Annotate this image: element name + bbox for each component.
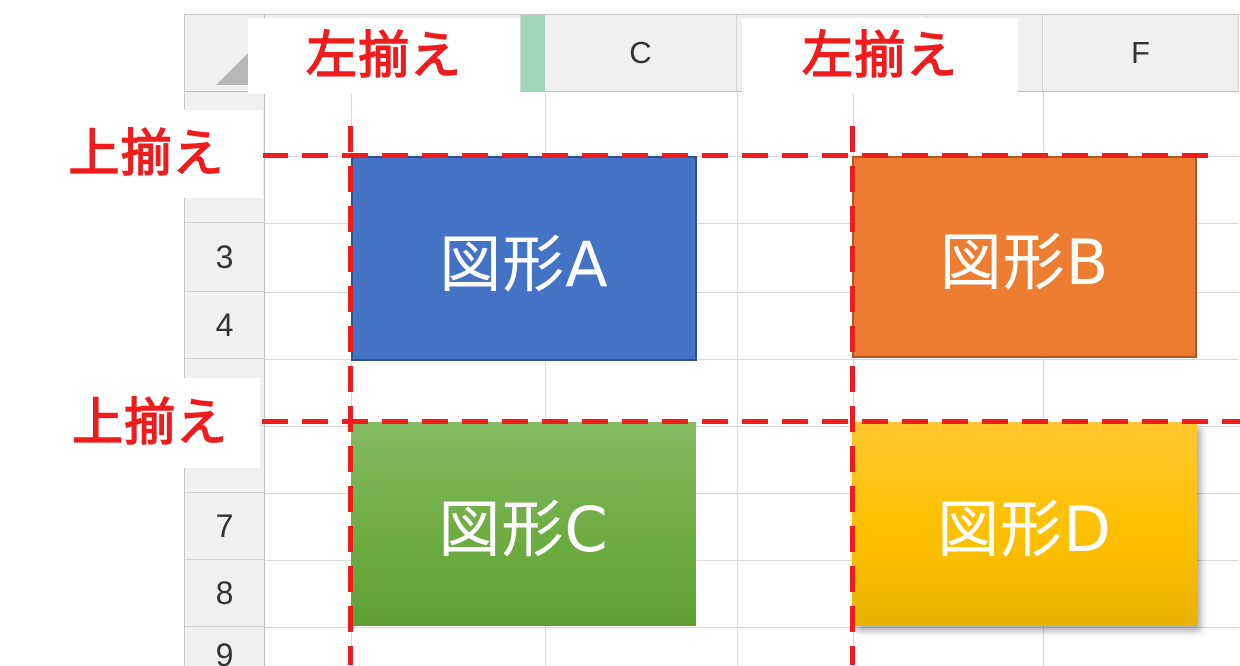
row-header-8-label: 8 xyxy=(215,574,234,611)
grid-hline xyxy=(265,426,1239,427)
grid-hline xyxy=(265,223,1239,224)
row-header-9[interactable]: 9 xyxy=(185,627,265,666)
left-align-label-1: 左揃え xyxy=(248,18,520,94)
row-header-4-label: 4 xyxy=(215,306,234,343)
top-align-guide-2 xyxy=(262,419,1240,424)
top-align-label-2: 上揃え xyxy=(40,378,260,468)
grid-vline xyxy=(737,92,738,666)
grid-hline xyxy=(265,560,1239,561)
shape-c[interactable]: 図形C xyxy=(351,422,696,626)
shape-c-label: 図形C xyxy=(438,493,609,566)
left-align-label-2: 左揃え xyxy=(742,18,1018,94)
row-header-3-label: 3 xyxy=(215,238,234,275)
row-header-3[interactable]: 3 xyxy=(185,223,265,292)
top-align-label-1: 上揃え xyxy=(30,110,263,198)
grid-hline xyxy=(265,359,1239,360)
left-align-guide-1 xyxy=(348,126,353,665)
row-header-8[interactable]: 8 xyxy=(185,560,265,627)
shape-b[interactable]: 図形B xyxy=(852,156,1197,358)
grid-vline xyxy=(545,92,546,666)
column-header-f[interactable]: F xyxy=(1043,15,1239,92)
column-header-c[interactable]: C xyxy=(545,15,737,92)
shape-d-label: 図形D xyxy=(937,493,1112,566)
column-header-f-label: F xyxy=(1131,35,1150,70)
row-header-9-label: 9 xyxy=(215,637,234,666)
grid-hline xyxy=(265,627,1239,628)
selected-column-indicator xyxy=(521,15,545,92)
grid-hline xyxy=(265,292,1239,293)
row-header-4[interactable]: 4 xyxy=(185,292,265,359)
top-align-guide-1 xyxy=(262,153,1212,158)
grid-vline xyxy=(1043,92,1044,666)
left-align-guide-2 xyxy=(850,126,855,665)
row-header-7-label: 7 xyxy=(215,507,234,544)
row-header-7[interactable]: 7 xyxy=(185,493,265,560)
column-header-c-label: C xyxy=(629,35,652,70)
shape-a-label: 図形A xyxy=(439,227,609,301)
shape-d[interactable]: 図形D xyxy=(852,422,1197,626)
shape-b-label: 図形B xyxy=(939,226,1110,299)
shape-a[interactable]: 図形A xyxy=(351,156,697,361)
grid-hline xyxy=(265,493,1239,494)
